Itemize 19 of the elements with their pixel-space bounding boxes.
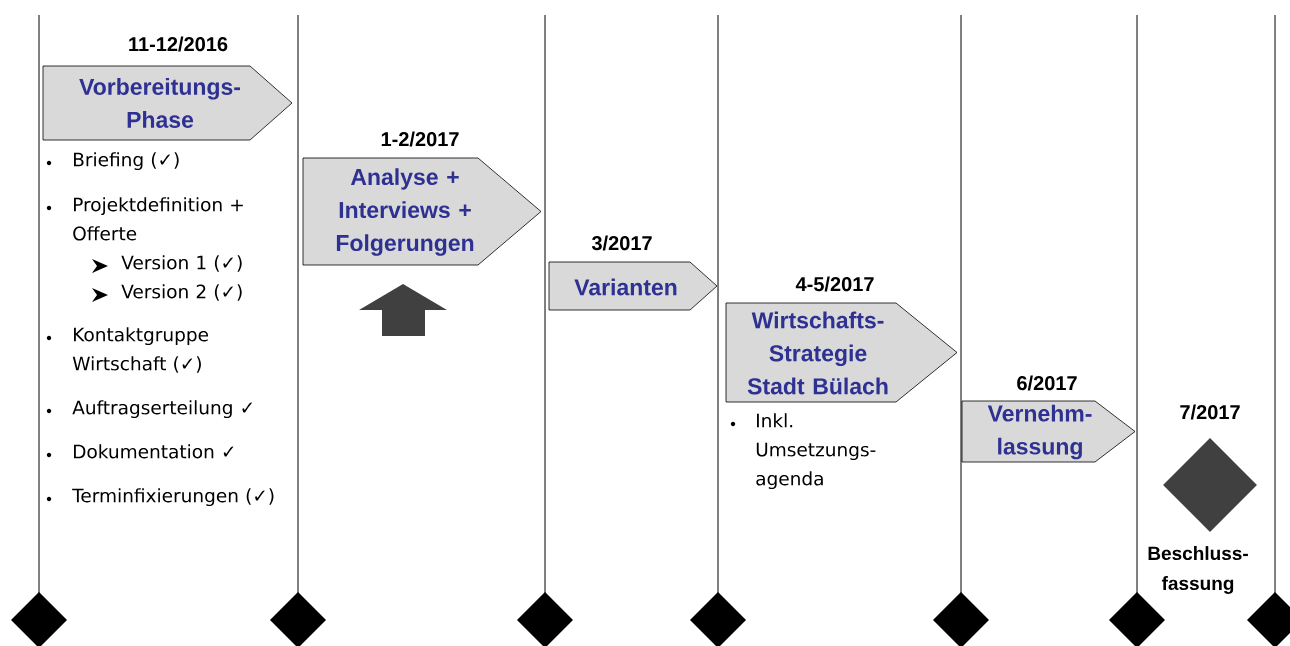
phase-box: Varianten xyxy=(548,261,718,311)
date-heading: 4-5/2017 xyxy=(795,276,874,292)
phase-box: Vorbereitungs- Phase xyxy=(42,65,293,141)
bullet-text: Kontaktgruppe Wirtschaft (✓) xyxy=(72,327,208,373)
bullet-text: Auftragserteilung ✓ xyxy=(72,400,252,419)
phase-box: Wirtschafts- Strategie Stadt Bülach xyxy=(725,302,958,403)
date-heading: 7/2017 xyxy=(1180,404,1240,420)
date-heading: 1-2/2017 xyxy=(381,131,459,147)
bullet-text: Version 1 (✓) xyxy=(121,255,242,272)
date-heading: 11-12/2016 xyxy=(129,36,228,52)
phase-box: Analyse + Interviews + Folgerungen xyxy=(302,157,542,266)
phase-box: Vernehm- lassung xyxy=(961,400,1136,463)
bullet-text: Projektdefinition + Offerte xyxy=(73,197,243,241)
bullet-text: Version 2 (✓) xyxy=(121,284,242,301)
date-heading: 6/2017 xyxy=(1017,375,1077,391)
date-heading: 3/2017 xyxy=(591,235,652,251)
milestone-caption: Beschluss- fassung xyxy=(1148,546,1248,594)
bullet-text: Dokumentation ✓ xyxy=(74,444,234,459)
bullet-text: Terminfixierungen (✓) xyxy=(72,488,274,507)
